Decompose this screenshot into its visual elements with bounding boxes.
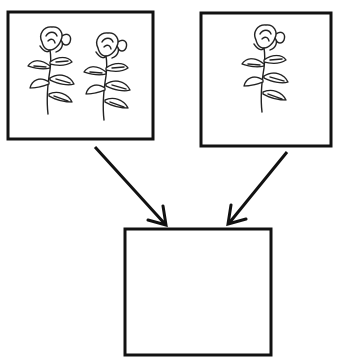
left-box — [6, 10, 155, 141]
right-arrow — [226, 151, 289, 227]
bottom-box — [123, 227, 273, 357]
left-arrow — [93, 145, 168, 228]
